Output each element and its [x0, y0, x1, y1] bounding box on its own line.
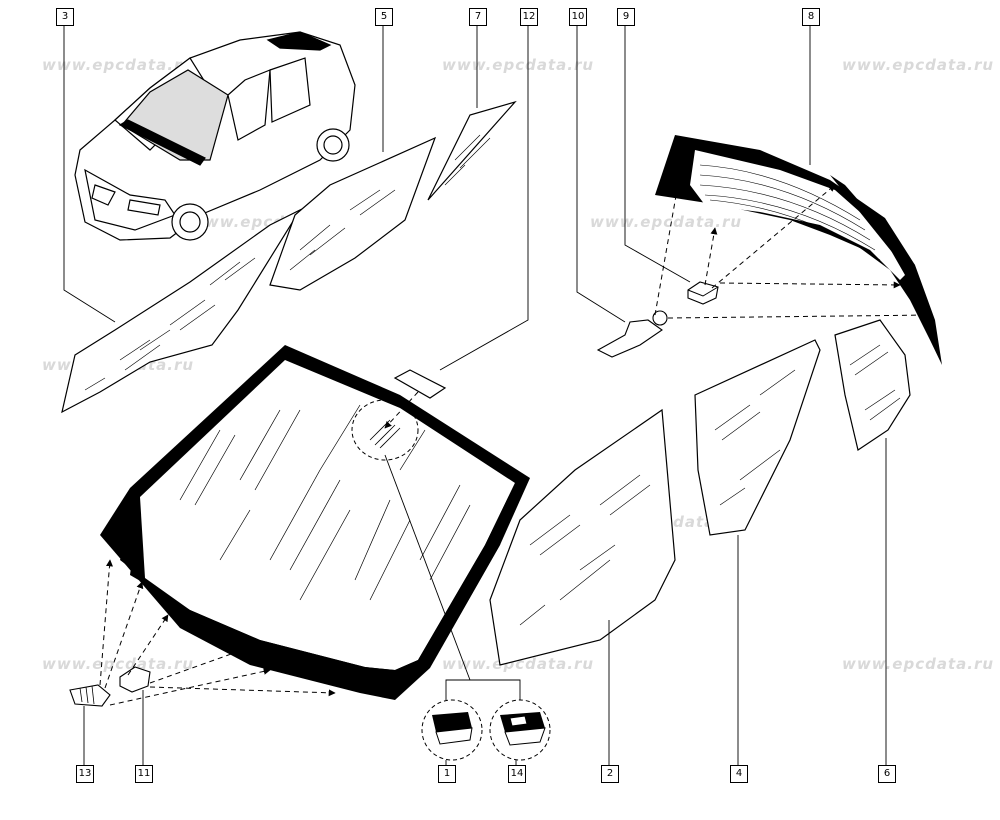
callout-9: 9 — [617, 8, 635, 26]
sensor-pad-part-12 — [393, 369, 447, 399]
callout-7: 7 — [469, 8, 487, 26]
detail-circle-part-14 — [489, 699, 551, 761]
callout-5: 5 — [375, 8, 393, 26]
watermark: www.epcdata.ru — [842, 56, 995, 74]
watermark: www.epcdata.ru — [442, 655, 595, 673]
glass-part-5 — [269, 136, 437, 291]
glass-part-2 — [489, 408, 676, 666]
callout-14: 14 — [508, 765, 526, 783]
callout-13: 13 — [76, 765, 94, 783]
detail-circle-part-1 — [421, 699, 483, 761]
watermark: www.epcdata.ru — [42, 56, 195, 74]
watermark: www.epcdata.ru — [590, 213, 743, 231]
bracket-part-10 — [596, 310, 668, 358]
dashed-arrows — [99, 184, 933, 706]
glass-part-8-tailgate — [655, 135, 942, 365]
callout-11: 11 — [135, 765, 153, 783]
callout-12: 12 — [520, 8, 538, 26]
callout-10: 10 — [569, 8, 587, 26]
callout-2: 2 — [601, 765, 619, 783]
clip-part-13 — [69, 684, 111, 707]
callout-8: 8 — [802, 8, 820, 26]
watermark: www.epcdata.ru — [42, 655, 195, 673]
callout-4: 4 — [730, 765, 748, 783]
callout-3: 3 — [56, 8, 74, 26]
callout-1: 1 — [438, 765, 456, 783]
glass-part-6 — [834, 319, 911, 451]
callout-6: 6 — [878, 765, 896, 783]
block-part-11 — [119, 666, 151, 693]
watermark: www.epcdata.ru — [842, 655, 995, 673]
car-illustration — [74, 31, 356, 241]
mirror-base-part-9 — [687, 281, 719, 305]
leader-lines — [63, 26, 887, 766]
windscreen — [100, 345, 530, 700]
glass-part-4 — [694, 339, 821, 536]
watermark: www.epcdata.ru — [442, 56, 595, 74]
glass-part-7 — [427, 100, 517, 201]
